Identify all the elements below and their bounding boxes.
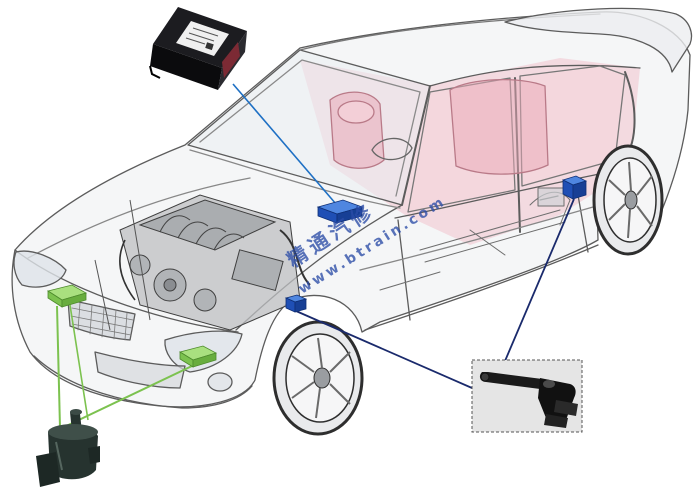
module-barcode: [205, 42, 214, 51]
engine-cover: [231, 249, 284, 292]
leveling-module-box: [316, 199, 364, 224]
height-sensor-inset: [471, 359, 583, 433]
upper-grille: [67, 299, 136, 341]
engine-hose: [279, 229, 311, 286]
rear-seat: [449, 78, 549, 175]
module-label-print: [185, 27, 219, 45]
headlamp-link-line: [69, 304, 89, 421]
chassis-parts: [379, 187, 571, 291]
leveling-motor-icon: [36, 409, 100, 487]
grille-mesh: [70, 302, 134, 341]
roof-near-edge: [429, 64, 641, 87]
a-pillar-near: [401, 85, 431, 206]
radiator-support: [94, 199, 151, 331]
engine-hose: [119, 239, 136, 301]
sensor-mount-tab: [544, 414, 568, 428]
module-label: [176, 21, 229, 56]
hood-crease: [27, 177, 251, 259]
engine-pulley: [129, 254, 151, 276]
wheel-spokes: [608, 161, 653, 239]
headlamp-box-right: [178, 345, 218, 368]
sensor-connector: [554, 400, 578, 416]
engine-pulley: [193, 288, 217, 312]
headlamp-box-left: [47, 284, 88, 308]
control-module-icon: [149, 7, 247, 90]
steering-wheel: [371, 137, 413, 161]
rear-sensor-link-line: [504, 198, 575, 362]
front-wheel: [272, 320, 364, 436]
side-crease: [359, 204, 601, 271]
headlight-far: [13, 250, 67, 288]
height-sensor-icon: [479, 372, 578, 428]
rear-wheel: [592, 144, 664, 256]
wheel-spokes: [291, 337, 351, 419]
ecu-link-line: [232, 83, 337, 205]
intake-runners: [159, 215, 245, 251]
door-front-edge: [397, 219, 411, 321]
engine-pulley: [163, 278, 177, 292]
headrest: [337, 100, 375, 124]
cowl-line: [189, 149, 401, 209]
front-bumper-lower: [33, 355, 253, 409]
rear-spoiler: [504, 7, 693, 73]
side-sill: [364, 244, 599, 331]
fog-light: [207, 372, 233, 392]
engine-assembly: [94, 194, 311, 331]
windshield-inner-line: [199, 59, 421, 197]
headlamp-link-line: [61, 365, 193, 429]
sensor-lever-arm: [479, 372, 550, 390]
front-sensor-box: [284, 294, 308, 313]
front-sensor-link-line: [295, 310, 473, 389]
headlamp-link-line: [56, 305, 61, 429]
rear-sensor-box: [561, 175, 588, 200]
